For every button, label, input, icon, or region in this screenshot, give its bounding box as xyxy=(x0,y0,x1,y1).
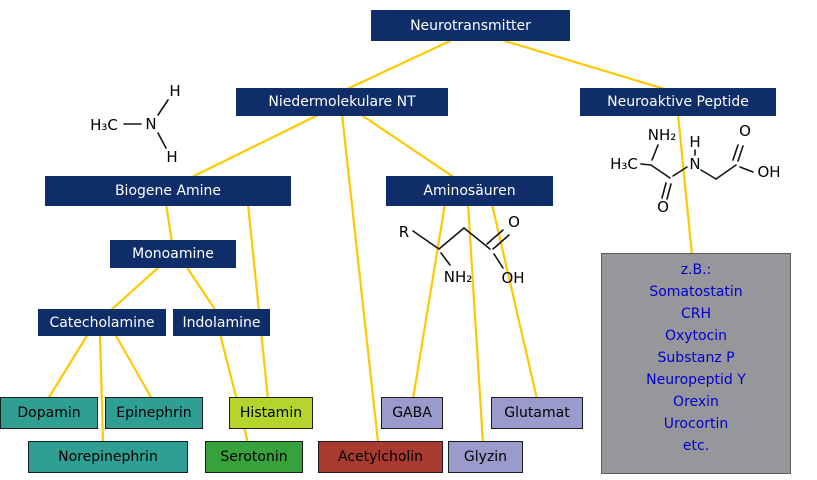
peptide-line: Urocortin xyxy=(663,416,729,432)
node-epinephrin: Epinephrin xyxy=(105,397,203,429)
methylamine-structure: H₃C N H H xyxy=(90,82,181,166)
methylamine-bond-n-h-bottom xyxy=(157,132,167,149)
node-serotonin: Serotonin xyxy=(205,441,303,473)
node-glyzin: Glyzin xyxy=(448,441,523,473)
edge-catecholamine-to-epinephrin xyxy=(113,332,154,401)
node-aminosaeuren: Aminosäuren xyxy=(386,176,553,206)
aa-bond-c-oh xyxy=(493,253,504,269)
node-neurotransmitter: Neurotransmitter xyxy=(371,10,570,41)
node-histamin: Histamin xyxy=(229,397,313,429)
aa-doublebond-2 xyxy=(492,234,510,250)
methylamine-h3c-label: H₃C xyxy=(90,116,118,134)
methylamine-h-bottom-label: H xyxy=(166,148,177,166)
pep-bond-nh2-alpha xyxy=(651,144,659,161)
peptide-line: Substanz P xyxy=(657,350,735,366)
node-catecholamine: Catecholamine xyxy=(38,309,166,336)
pep-nh2-label: NH₂ xyxy=(648,126,677,144)
node-dopamin: Dopamin xyxy=(0,397,98,429)
node-indolamine: Indolamine xyxy=(173,309,270,336)
methylamine-bond-n-h-top xyxy=(157,99,169,116)
methylamine-n-label: N xyxy=(145,115,156,133)
dipeptide-structure: NH₂ H₃C O N H O OH xyxy=(610,122,780,216)
peptide-line: Orexin xyxy=(673,394,719,410)
edge-niedermolekulare-to-acetylcholin xyxy=(340,112,380,444)
node-monoamine: Monoamine xyxy=(110,240,236,268)
pep-bond-carbonyl-n xyxy=(672,166,688,177)
pep-bond-h3c-alpha xyxy=(640,163,652,166)
edge-biogene-to-monoamine xyxy=(164,202,174,244)
pep-bond-ch2-carboxyl xyxy=(715,164,737,180)
pep-h3c-label: H₃C xyxy=(610,155,638,173)
node-neuroaktive-peptide: Neuroaktive Peptide xyxy=(580,88,776,116)
aa-bond-ch2-carboxyl xyxy=(463,227,491,250)
edge-monoamine-to-catecholamine xyxy=(108,264,162,313)
aa-bond-alpha-ch2 xyxy=(438,227,465,250)
aa-nh2-label: NH₂ xyxy=(444,268,473,286)
pep-doublebond-upper-2 xyxy=(737,145,744,162)
peptide-line: Somatostatin xyxy=(649,284,743,300)
pep-n-label: N xyxy=(689,155,700,173)
pep-o-upper-label: O xyxy=(739,122,751,140)
pep-bond-c-oh xyxy=(739,166,754,173)
aa-bond-alpha-nh2 xyxy=(440,252,451,266)
aa-doublebond-1 xyxy=(486,229,504,245)
pep-doublebond-lower-2 xyxy=(666,183,672,200)
peptide-line: z.B.: xyxy=(680,262,712,278)
peptide-line: CRH xyxy=(680,306,712,322)
node-biogene-amine: Biogene Amine xyxy=(45,176,291,206)
pep-h-label: H xyxy=(689,133,700,151)
aa-bond-r-alpha xyxy=(412,230,440,250)
edge-neuroaktive-to-peptide-box xyxy=(676,112,694,257)
edge-aminosaeuren-to-glyzin xyxy=(466,202,485,445)
node-niedermolekulare-nt: Niedermolekulare NT xyxy=(236,88,448,116)
aa-r-label: R xyxy=(399,223,409,241)
node-norepinephrin: Norepinephrin xyxy=(28,441,188,473)
pep-o-lower-label: O xyxy=(657,198,669,216)
peptide-line: Oxytocin xyxy=(664,328,728,344)
edge-aminosaeuren-to-glutamat xyxy=(490,202,539,401)
peptide-examples-box: z.B.: Somatostatin CRH Oxytocin Substanz… xyxy=(601,253,791,474)
pep-oh-label: OH xyxy=(757,163,780,181)
methylamine-h-top-label: H xyxy=(169,82,180,100)
edge-niedermolekulare-to-biogene xyxy=(188,112,322,180)
node-gaba: GABA xyxy=(381,397,443,429)
edge-root-to-niedermolekulare xyxy=(343,39,452,92)
edge-root-to-neuroaktive xyxy=(503,39,670,92)
pep-bond-alpha-carbonyl xyxy=(650,164,671,179)
amino-acid-structure: R NH₂ O OH xyxy=(399,213,525,287)
pep-doublebond-lower-1 xyxy=(661,182,667,199)
aa-o-label: O xyxy=(508,213,520,231)
peptide-line: Neuropeptid Y xyxy=(646,372,746,388)
node-acetylcholin: Acetylcholin xyxy=(318,441,443,473)
edge-biogene-to-histamin xyxy=(246,202,270,401)
edge-monoamine-to-indolamine xyxy=(184,264,218,313)
peptide-line: etc. xyxy=(682,438,710,454)
edge-catecholamine-to-dopamin xyxy=(46,332,90,401)
pep-bond-n-ch2 xyxy=(700,169,717,180)
edge-niedermolekulare-to-aminosaeuren xyxy=(358,112,457,180)
edge-aminosaeuren-to-gaba xyxy=(411,202,447,401)
aa-oh-label: OH xyxy=(501,269,524,287)
node-glutamat: Glutamat xyxy=(491,397,583,429)
pep-doublebond-upper-1 xyxy=(732,144,739,161)
edge-catecholamine-to-norepinephrin xyxy=(98,332,105,445)
